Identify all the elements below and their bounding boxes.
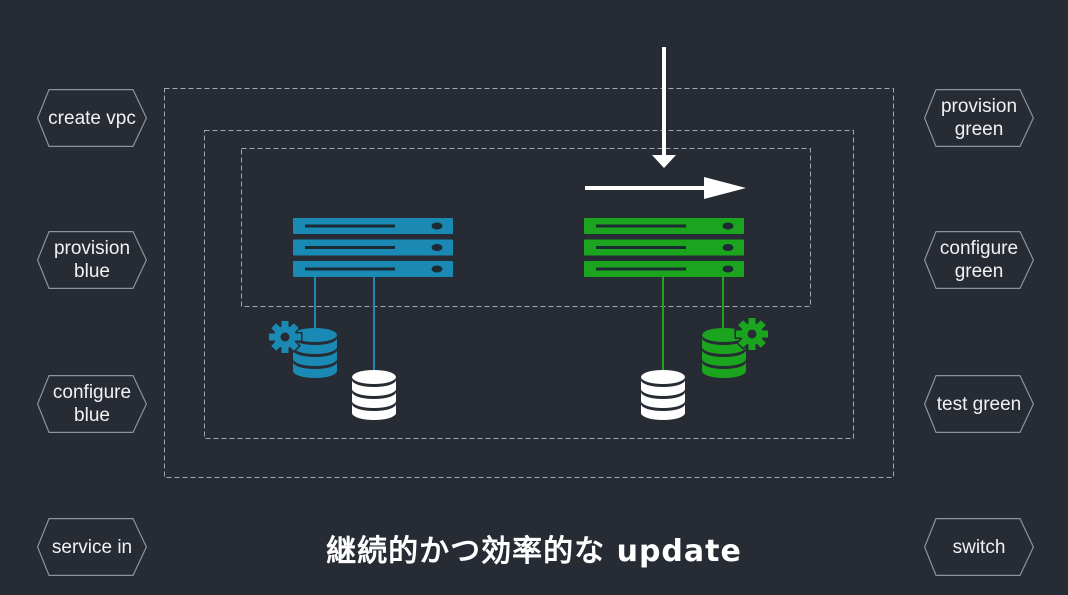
step-create-vpc: create vpc (37, 89, 147, 147)
step-outline (924, 231, 1034, 289)
green-server-icon (584, 218, 744, 277)
step-configure-green: configure green (924, 231, 1034, 289)
step-service-in: service in (37, 518, 147, 576)
white-database-icon (352, 370, 396, 420)
blue-server-icon (293, 218, 453, 277)
step-switch: switch (924, 518, 1034, 576)
server-unit (293, 261, 453, 277)
step-label: create vpc (48, 107, 136, 129)
server-unit (584, 239, 744, 256)
step-outline (924, 89, 1034, 147)
step-label: configure green (939, 238, 1019, 282)
step-outline (37, 375, 147, 433)
step-outline (37, 231, 147, 289)
step-configure-blue: configure blue (37, 375, 147, 433)
outer-boundary (164, 88, 894, 478)
middle-boundary (204, 130, 854, 439)
step-label: test green (936, 393, 1022, 415)
green-gear-icon (734, 316, 770, 352)
step-provision-green: provision green (924, 89, 1034, 147)
server-unit (584, 218, 744, 234)
arrow-down-icon (652, 47, 676, 168)
step-label: provision green (940, 96, 1018, 140)
arrow-right-icon (585, 177, 746, 199)
inner-boundary (241, 148, 811, 307)
step-outline (924, 518, 1034, 576)
server-unit (293, 218, 453, 234)
slide-title: 継続的かつ効率的な update (326, 534, 742, 569)
step-outline (37, 89, 147, 147)
server-unit (584, 261, 744, 277)
white-database-icon (641, 370, 685, 420)
step-test-green: test green (924, 375, 1034, 433)
step-outline (37, 518, 147, 576)
step-label: service in (51, 536, 133, 558)
step-provision-blue: provision blue (37, 231, 147, 289)
step-label: provision blue (53, 238, 131, 282)
step-label: switch (952, 536, 1006, 558)
step-outline (924, 375, 1034, 433)
blue-gear-icon (267, 319, 303, 355)
server-unit (293, 239, 453, 256)
step-label: configure blue (52, 382, 132, 426)
